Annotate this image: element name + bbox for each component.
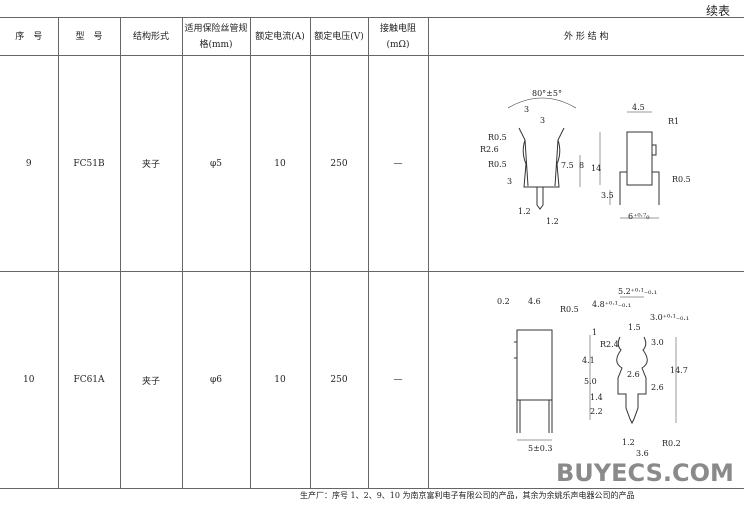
- cell-fuse-spec: φ6: [181, 271, 251, 489]
- footer-note: 生产厂：序号 1、2、9、10 为南京富利电子有限公司的产品，其余为余姚乐声电器…: [300, 491, 635, 500]
- cell-structure: 夹子: [119, 271, 183, 489]
- continued-label: 续表: [705, 4, 730, 18]
- header-row: 序 号 型 号 结构形式 适用保险丝管规格(mm) 额定电流(A) 额定电压(V…: [0, 17, 744, 56]
- header-resistance: 接触电阻(mΩ): [367, 17, 429, 56]
- cell-current: 10: [249, 55, 311, 272]
- header-voltage: 额定电压(V): [309, 17, 369, 56]
- table-row: 10 FC61A 夹子 φ6 10 250 —: [0, 271, 744, 489]
- cell-resistance: —: [367, 55, 429, 272]
- fuse-holder-table: 序 号 型 号 结构形式 适用保险丝管规格(mm) 额定电流(A) 额定电压(V…: [0, 17, 744, 489]
- cell-voltage: 250: [309, 271, 369, 489]
- cell-outline: [427, 55, 744, 272]
- cell-model: FC61A: [57, 271, 121, 489]
- watermark-logo: BUYECS.COM: [556, 459, 734, 487]
- header-outline: 外 形 结 构: [427, 17, 744, 56]
- cell-no: 10: [0, 271, 59, 489]
- cell-current: 10: [249, 271, 311, 489]
- header-no: 序 号: [0, 17, 59, 56]
- cell-resistance: —: [367, 271, 429, 489]
- cell-structure: 夹子: [119, 55, 183, 272]
- cell-voltage: 250: [309, 55, 369, 272]
- cell-no: 9: [0, 55, 59, 272]
- cell-fuse-spec: φ5: [181, 55, 251, 272]
- header-current: 额定电流(A): [249, 17, 311, 56]
- table-row: 9 FC51B 夹子 φ5 10 250 —: [0, 55, 744, 272]
- cell-model: FC51B: [57, 55, 121, 272]
- header-structure: 结构形式: [119, 17, 183, 56]
- header-fuse-spec: 适用保险丝管规格(mm): [181, 17, 251, 56]
- cell-outline: [427, 271, 744, 489]
- header-model: 型 号: [57, 17, 121, 56]
